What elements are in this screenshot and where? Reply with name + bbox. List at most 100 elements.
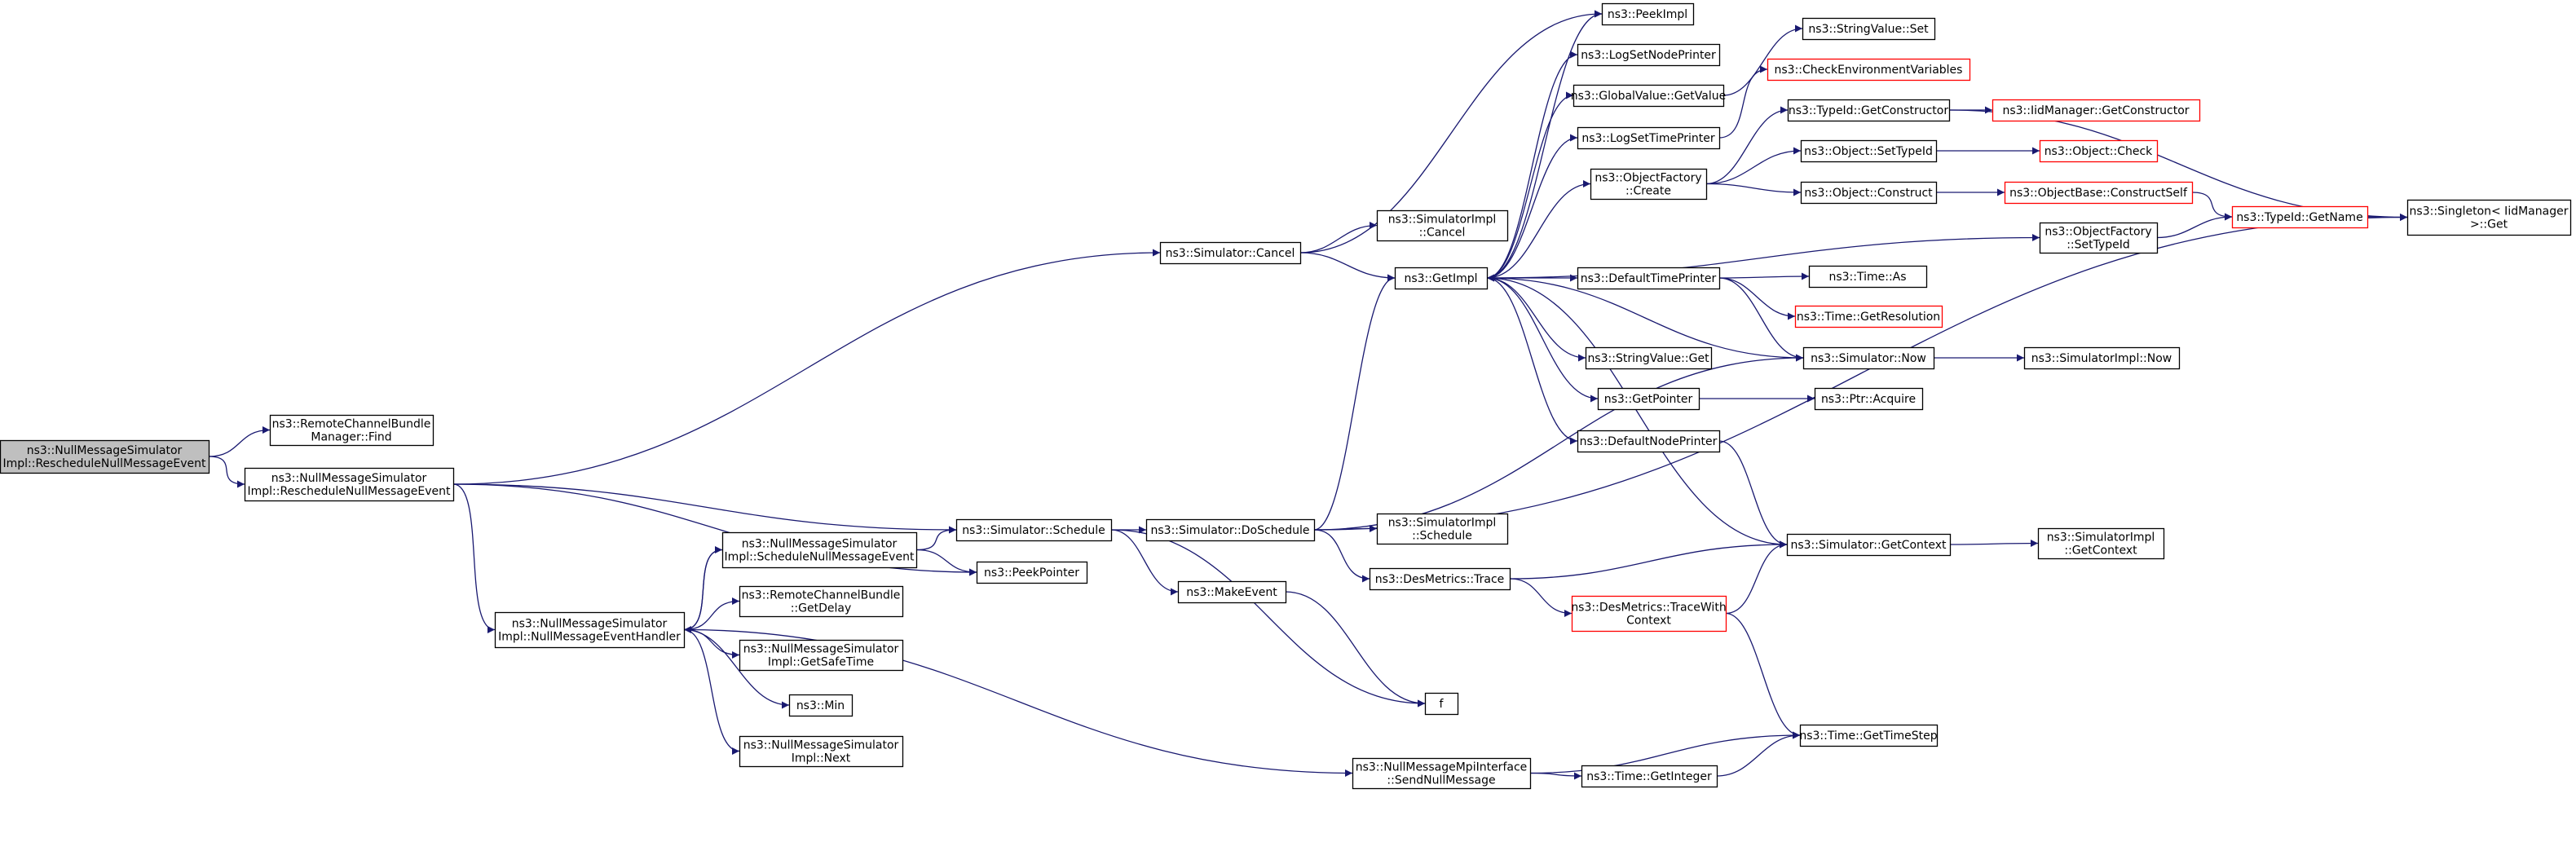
graph-node-objConstruct[interactable]: ns3::Object::Construct [1800, 181, 1938, 205]
graph-node-simImplNow[interactable]: ns3::SimulatorImpl::Now [2023, 346, 2181, 370]
edge-path [1509, 540, 1788, 580]
edge-path [915, 549, 977, 576]
graph-node-svSet[interactable]: ns3::StringValue::Set [1802, 17, 1936, 41]
node-box [1577, 126, 1721, 150]
edge-defTimePrinter-to-timeRes [1718, 277, 1796, 320]
graph-node-doSchedule[interactable]: ns3::Simulator::DoSchedule [1145, 518, 1316, 542]
edge-schedNME-to-simSchedule [915, 526, 957, 551]
graph-node-defTimePrinter[interactable]: ns3::DefaultTimePrinter [1577, 267, 1721, 290]
graph-node-timeGetInteger[interactable]: ns3::Time::GetInteger [1581, 765, 1718, 788]
edge-path [1705, 147, 1802, 185]
node-box [739, 735, 904, 768]
graph-node-svGet[interactable]: ns3::StringValue::Get [1585, 346, 1713, 370]
graph-node-simCancel[interactable]: ns3::Simulator::Cancel [1159, 241, 1302, 265]
node-box [1590, 168, 1708, 201]
graph-node-tidGetCtor[interactable]: ns3::TypeId::GetConstructor [1787, 99, 1951, 122]
edge-simGetCtx-to-simImplGetCtx [1949, 540, 2039, 548]
graph-node-getPointer[interactable]: ns3::GetPointer [1597, 387, 1700, 411]
graph-node-handler[interactable]: ns3::NullMessageSimulatorImpl::NullMessa… [494, 611, 686, 649]
node-label: ns3::Singleton< IidManager [2410, 205, 2569, 218]
edge-handler-to-next [683, 628, 740, 755]
node-label: ns3::RemoteChannelBundle [742, 589, 901, 602]
graph-node-simGetCtx[interactable]: ns3::Simulator::GetContext [1786, 533, 1952, 557]
node-label: ns3::Time::GetResolution [1797, 311, 1940, 324]
node-box [1159, 241, 1302, 265]
graph-node-schedNME[interactable]: ns3::NullMessageSimulatorImpl::ScheduleN… [721, 531, 918, 569]
edge-path [1718, 277, 1796, 320]
node-box [1808, 265, 1928, 289]
graph-node-objCheck[interactable]: ns3::Object::Check [2039, 139, 2159, 163]
graph-node-obConstructSelf[interactable]: ns3::ObjectBase::ConstructSelf [2004, 181, 2194, 205]
node-label: ns3::SimulatorImpl [2047, 531, 2155, 544]
edge-path [1486, 180, 1591, 279]
edge-simCancel-to-peekImpl [1299, 10, 1603, 253]
node-label: ns3::Object::Check [2044, 145, 2153, 158]
node-label: ns3::ObjectFactory [1595, 172, 1701, 185]
graph-node-sendNull[interactable]: ns3::NullMessageMpiInterface::SendNullMe… [1352, 757, 1532, 790]
node-label: Manager::Find [311, 431, 391, 444]
node-label: ns3::DefaultNodePrinter [1580, 435, 1718, 448]
node-box [1786, 533, 1952, 557]
node-box [1601, 2, 1695, 26]
graph-node-rcbDelay[interactable]: ns3::RemoteChannelBundle::GetDelay [739, 585, 904, 618]
graph-node-timeAs[interactable]: ns3::Time::As [1808, 265, 1928, 289]
graph-node-min[interactable]: ns3::Min [788, 694, 854, 717]
edge-path [1529, 731, 1801, 774]
edge-ofCreate-to-objSetTid [1705, 147, 1802, 185]
graph-node-ofCreate[interactable]: ns3::ObjectFactory::Create [1590, 168, 1708, 201]
graph-node-singletonGet[interactable]: ns3::Singleton< IidManager>::Get [2406, 199, 2572, 236]
node-label: Context [1626, 615, 1671, 628]
graph-node-simImplSchedule[interactable]: ns3::SimulatorImpl::Schedule [1376, 513, 1509, 545]
graph-node-safeTime[interactable]: ns3::NullMessageSimulatorImpl::GetSafeTi… [739, 639, 904, 672]
edge-path [1486, 274, 1788, 545]
node-label: Impl::RescheduleNullMessageEvent [247, 485, 451, 498]
graph-node-gvGetValue[interactable]: ns3::GlobalValue::GetValue [1571, 84, 1726, 108]
node-label: ::SendNullMessage [1387, 774, 1495, 787]
graph-node-peekImpl[interactable]: ns3::PeekImpl [1601, 2, 1695, 26]
edge-doSchedule-to-getImpl [1313, 274, 1396, 531]
graph-node-objSetTid[interactable]: ns3::Object::SetTypeId [1800, 139, 1938, 163]
edge-path [1299, 10, 1603, 253]
node-box [1376, 209, 1509, 242]
graph-node-resched[interactable]: ns3::NullMessageSimulatorImpl::Reschedul… [244, 467, 455, 502]
node-box [1814, 387, 1924, 411]
edge-path [1718, 272, 1810, 280]
graph-node-simImplCancel[interactable]: ns3::SimulatorImpl::Cancel [1376, 209, 1509, 242]
graph-node-f[interactable]: f [1424, 692, 1459, 716]
node-box [1799, 724, 1939, 747]
graph-node-tidGetName[interactable]: ns3::TypeId::GetName [2231, 205, 2369, 229]
node-label: ns3::DesMetrics::Trace [1375, 573, 1505, 586]
graph-node-ptrAcquire[interactable]: ns3::Ptr::Acquire [1814, 387, 1924, 411]
graph-node-defNodePrinter[interactable]: ns3::DefaultNodePrinter [1577, 430, 1721, 453]
graph-node-logSetTime[interactable]: ns3::LogSetTimePrinter [1577, 126, 1721, 150]
graph-node-ofSetTid[interactable]: ns3::ObjectFactory::SetTypeId [2039, 222, 2159, 254]
graph-node-makeEvent[interactable]: ns3::MakeEvent [1177, 580, 1287, 604]
graph-node-peekPtr[interactable]: ns3::PeekPointer [976, 561, 1088, 584]
edge-doSchedule-to-desTrace [1313, 529, 1370, 583]
graph-node-desTrace[interactable]: ns3::DesMetrics::Trace [1369, 567, 1511, 591]
graph-node-getImpl[interactable]: ns3::GetImpl [1394, 267, 1489, 290]
graph-node-root[interactable]: ns3::NullMessageSimulatorImpl::Reschedul… [0, 439, 210, 474]
graph-node-timeRes[interactable]: ns3::Time::GetResolution [1794, 305, 1943, 328]
node-label: ns3::GetImpl [1404, 272, 1477, 285]
node-label: ns3::Time::GetInteger [1586, 770, 1712, 783]
node-box [1352, 757, 1532, 790]
graph-node-timeGetStep[interactable]: ns3::Time::GetTimeStep [1799, 724, 1939, 747]
node-label: ns3::GlobalValue::GetValue [1571, 90, 1726, 103]
graph-node-iidGetCtor[interactable]: ns3::IidManager::GetConstructor [1992, 99, 2201, 122]
edge-path [1718, 440, 1788, 549]
node-label: ns3::Time::As [1828, 271, 1906, 284]
graph-node-checkEnv[interactable]: ns3::CheckEnvironmentVariables [1767, 58, 1971, 82]
edge-path [1486, 91, 1574, 279]
graph-node-simNow[interactable]: ns3::Simulator::Now [1802, 346, 1935, 370]
node-label: ns3::RemoteChannelBundle [272, 418, 431, 431]
graph-node-logSetNode[interactable]: ns3::LogSetNodePrinter [1577, 43, 1721, 67]
node-label: ns3::NullMessageSimulator [27, 444, 183, 457]
edge-makeEvent-to-f [1285, 591, 1426, 708]
graph-node-simSchedule[interactable]: ns3::Simulator::Schedule [955, 518, 1113, 542]
edge-schedNME-to-peekPtr [915, 549, 977, 576]
graph-node-simImplGetCtx[interactable]: ns3::SimulatorImpl::GetContext [2037, 527, 2165, 560]
